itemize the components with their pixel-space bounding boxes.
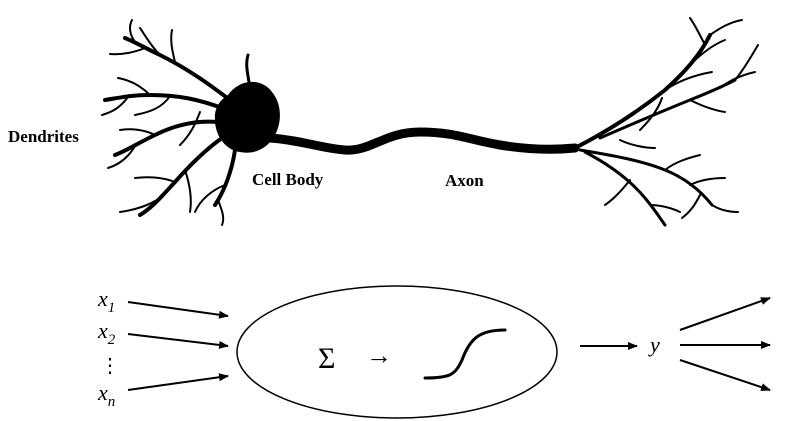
cell-body-label: Cell Body	[252, 170, 324, 189]
output-fanout-arrow-up	[680, 298, 770, 330]
biological-neuron: Dendrites Cell Body Axon	[8, 18, 758, 225]
artificial-neuron-model: x1 x2 ⋮ xn Σ → y	[97, 286, 770, 418]
axon-terminals-shape	[575, 18, 758, 225]
input-x2-label: x2	[97, 318, 116, 348]
input-ellipsis: ⋮	[100, 355, 120, 377]
sigmoid-curve	[425, 330, 505, 378]
input-arrow-n	[128, 376, 228, 390]
input-x1-label: x1	[97, 286, 115, 316]
input-arrow-1	[128, 302, 228, 316]
dendrites-label: Dendrites	[8, 127, 79, 146]
input-xn-label: xn	[97, 380, 115, 410]
axon-label: Axon	[445, 171, 484, 190]
neuron-ellipse	[237, 286, 557, 418]
input-arrow-2	[128, 334, 228, 346]
output-fanout-arrow-down	[680, 360, 770, 390]
sum-symbol: Σ	[318, 342, 335, 375]
output-y-label: y	[648, 332, 660, 357]
inner-arrow-symbol: →	[366, 341, 392, 370]
